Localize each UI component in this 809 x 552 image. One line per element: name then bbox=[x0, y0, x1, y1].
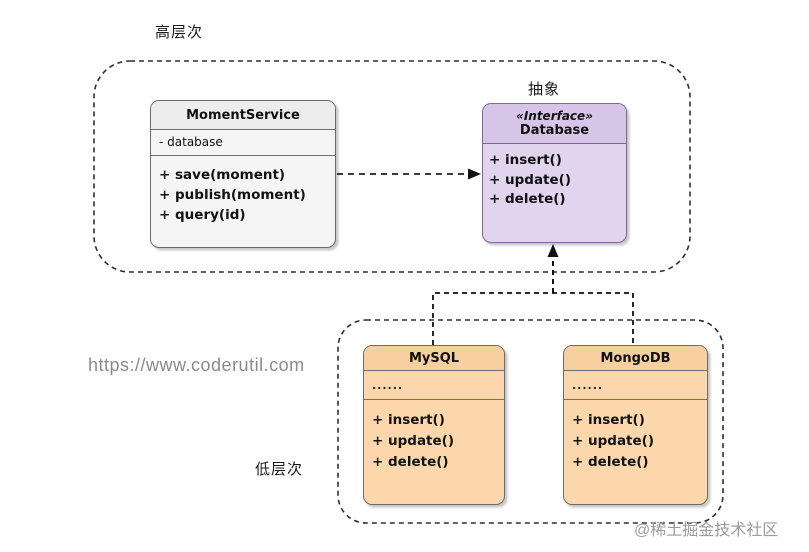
method-delete: + delete() bbox=[572, 454, 649, 470]
method-insert: + insert() bbox=[372, 412, 445, 428]
high-level-label: 高层次 bbox=[155, 23, 204, 41]
method-insert: + insert() bbox=[489, 152, 562, 168]
abstraction-label: 抽象 bbox=[528, 80, 561, 98]
realization-branch-line bbox=[432, 292, 634, 345]
attribute-database: - database bbox=[159, 135, 223, 149]
interface-title: Database bbox=[519, 123, 590, 138]
method-query: + query(id) bbox=[159, 207, 246, 223]
class-mongodb[interactable]: MongoDB ...... + insert() + update() + d… bbox=[563, 345, 708, 505]
class-title: MySQL bbox=[364, 346, 504, 371]
class-moment-service[interactable]: MomentService - database + save(moment) … bbox=[150, 100, 336, 248]
method-update: + update() bbox=[572, 433, 655, 449]
method-publish: + publish(moment) bbox=[159, 187, 306, 203]
site-url-watermark: https://www.coderutil.com bbox=[88, 355, 305, 375]
method-delete: + delete() bbox=[489, 191, 566, 207]
low-level-group-border bbox=[337, 319, 724, 524]
interface-database[interactable]: «Interface» Database + insert() + update… bbox=[482, 103, 627, 243]
method-delete: + delete() bbox=[372, 454, 449, 470]
realization-arrowhead bbox=[547, 244, 559, 257]
attribute-ellipsis: ...... bbox=[372, 379, 404, 392]
class-mysql[interactable]: MySQL ...... + insert() + update() + del… bbox=[363, 345, 505, 505]
method-update: + update() bbox=[489, 171, 572, 188]
method-update: + update() bbox=[372, 433, 455, 449]
method-insert: + insert() bbox=[572, 412, 645, 428]
class-title: MomentService bbox=[151, 101, 335, 130]
dependency-arrowhead bbox=[468, 168, 481, 180]
method-save: + save(moment) bbox=[159, 167, 286, 183]
community-watermark: @稀土掘金技术社区 bbox=[634, 522, 779, 539]
class-title: MongoDB bbox=[564, 346, 707, 371]
low-level-label: 低层次 bbox=[255, 460, 304, 478]
attribute-ellipsis: ...... bbox=[572, 379, 604, 392]
interface-stereotype: «Interface» bbox=[516, 109, 593, 123]
high-level-group-border bbox=[93, 60, 691, 273]
